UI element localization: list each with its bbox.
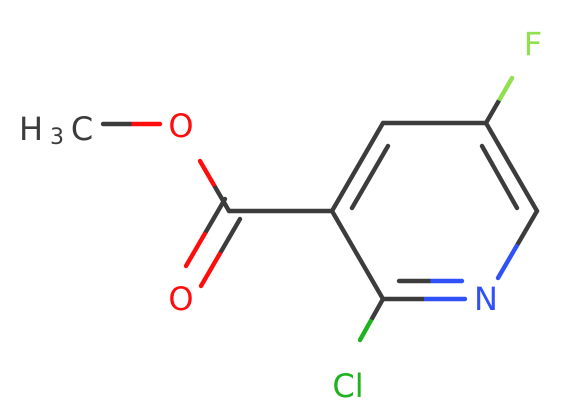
atom-nitrogen: N — [474, 280, 498, 318]
bond-c4-c3-inner — [349, 143, 391, 211]
bond-c2-cl — [357, 296, 386, 343]
atom-methyl-c: C — [71, 110, 93, 148]
atom-methyl-subscript: 3 — [50, 125, 64, 150]
atom-fluorine: F — [524, 25, 542, 63]
bond-c5-c6 — [483, 120, 540, 214]
bond-c3-c2 — [329, 208, 386, 302]
bond-c5-f — [483, 75, 515, 126]
atom-methyl-h: H — [19, 110, 43, 148]
bond-c4-c3 — [329, 120, 386, 214]
atom-ether-oxygen: O — [168, 107, 193, 145]
bond-carbonyl-c-o-double-b — [198, 216, 243, 289]
bond-carbonyl-c-o-double-a — [183, 196, 228, 269]
bond-group — [100, 75, 540, 343]
atom-carbonyl-oxygen: O — [168, 280, 193, 318]
bond-c5-c6-inner — [479, 143, 520, 211]
atom-chlorine: Cl — [332, 367, 363, 405]
bond-c6-n1 — [495, 208, 540, 281]
